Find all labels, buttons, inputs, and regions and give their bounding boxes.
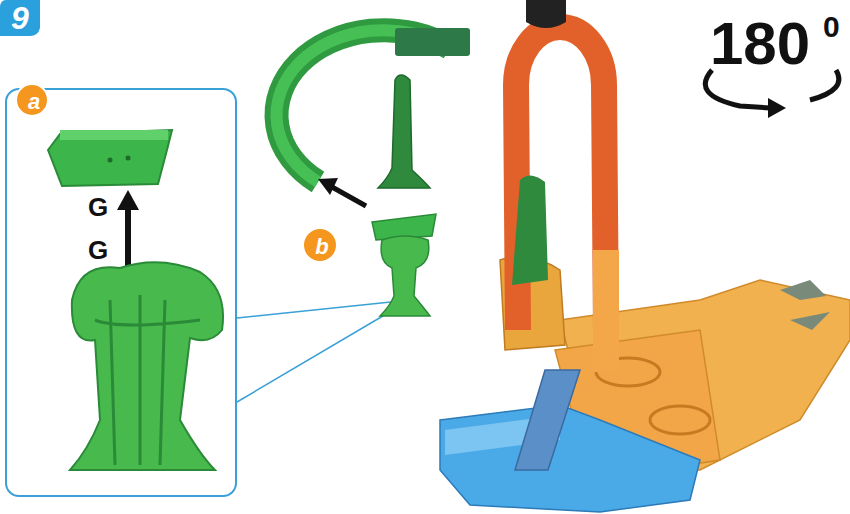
node-label: G (86, 193, 110, 221)
logo-emblem (526, 0, 566, 28)
peg-hole (108, 158, 113, 163)
peg-hole (126, 156, 131, 161)
node-label: G (86, 236, 110, 264)
step-number: 9 (0, 0, 40, 36)
rotate-arrow (810, 70, 839, 100)
blue-track (515, 370, 580, 470)
badge-fill (0, 0, 40, 36)
crater (650, 406, 710, 434)
tree-support (380, 236, 430, 316)
assembly-arrow (125, 204, 131, 268)
tree-support (378, 75, 430, 188)
node-label: b (304, 229, 340, 265)
callout-letter: b (302, 227, 338, 263)
track-rail (60, 130, 168, 140)
tree-support (512, 175, 548, 285)
tree-support (70, 262, 223, 470)
callout-letter: a (15, 83, 49, 117)
arrow-head (318, 178, 338, 195)
tree-detail (95, 295, 200, 465)
node-label: a (17, 85, 51, 119)
arrow-head (117, 190, 139, 210)
track-piece (48, 130, 172, 186)
ramp-track (593, 250, 619, 372)
arrow-head (768, 98, 786, 118)
detail-inset: GGa (5, 88, 237, 497)
rotation-degrees: 180 (710, 14, 810, 74)
fossil-bones (780, 280, 830, 330)
blue-base (440, 405, 700, 512)
degree-sign: 0 (823, 12, 840, 42)
node-label: 9 (0, 0, 40, 36)
assembly-arrow (332, 187, 366, 206)
rotate-arrow (705, 70, 770, 108)
track-clip (395, 28, 470, 56)
